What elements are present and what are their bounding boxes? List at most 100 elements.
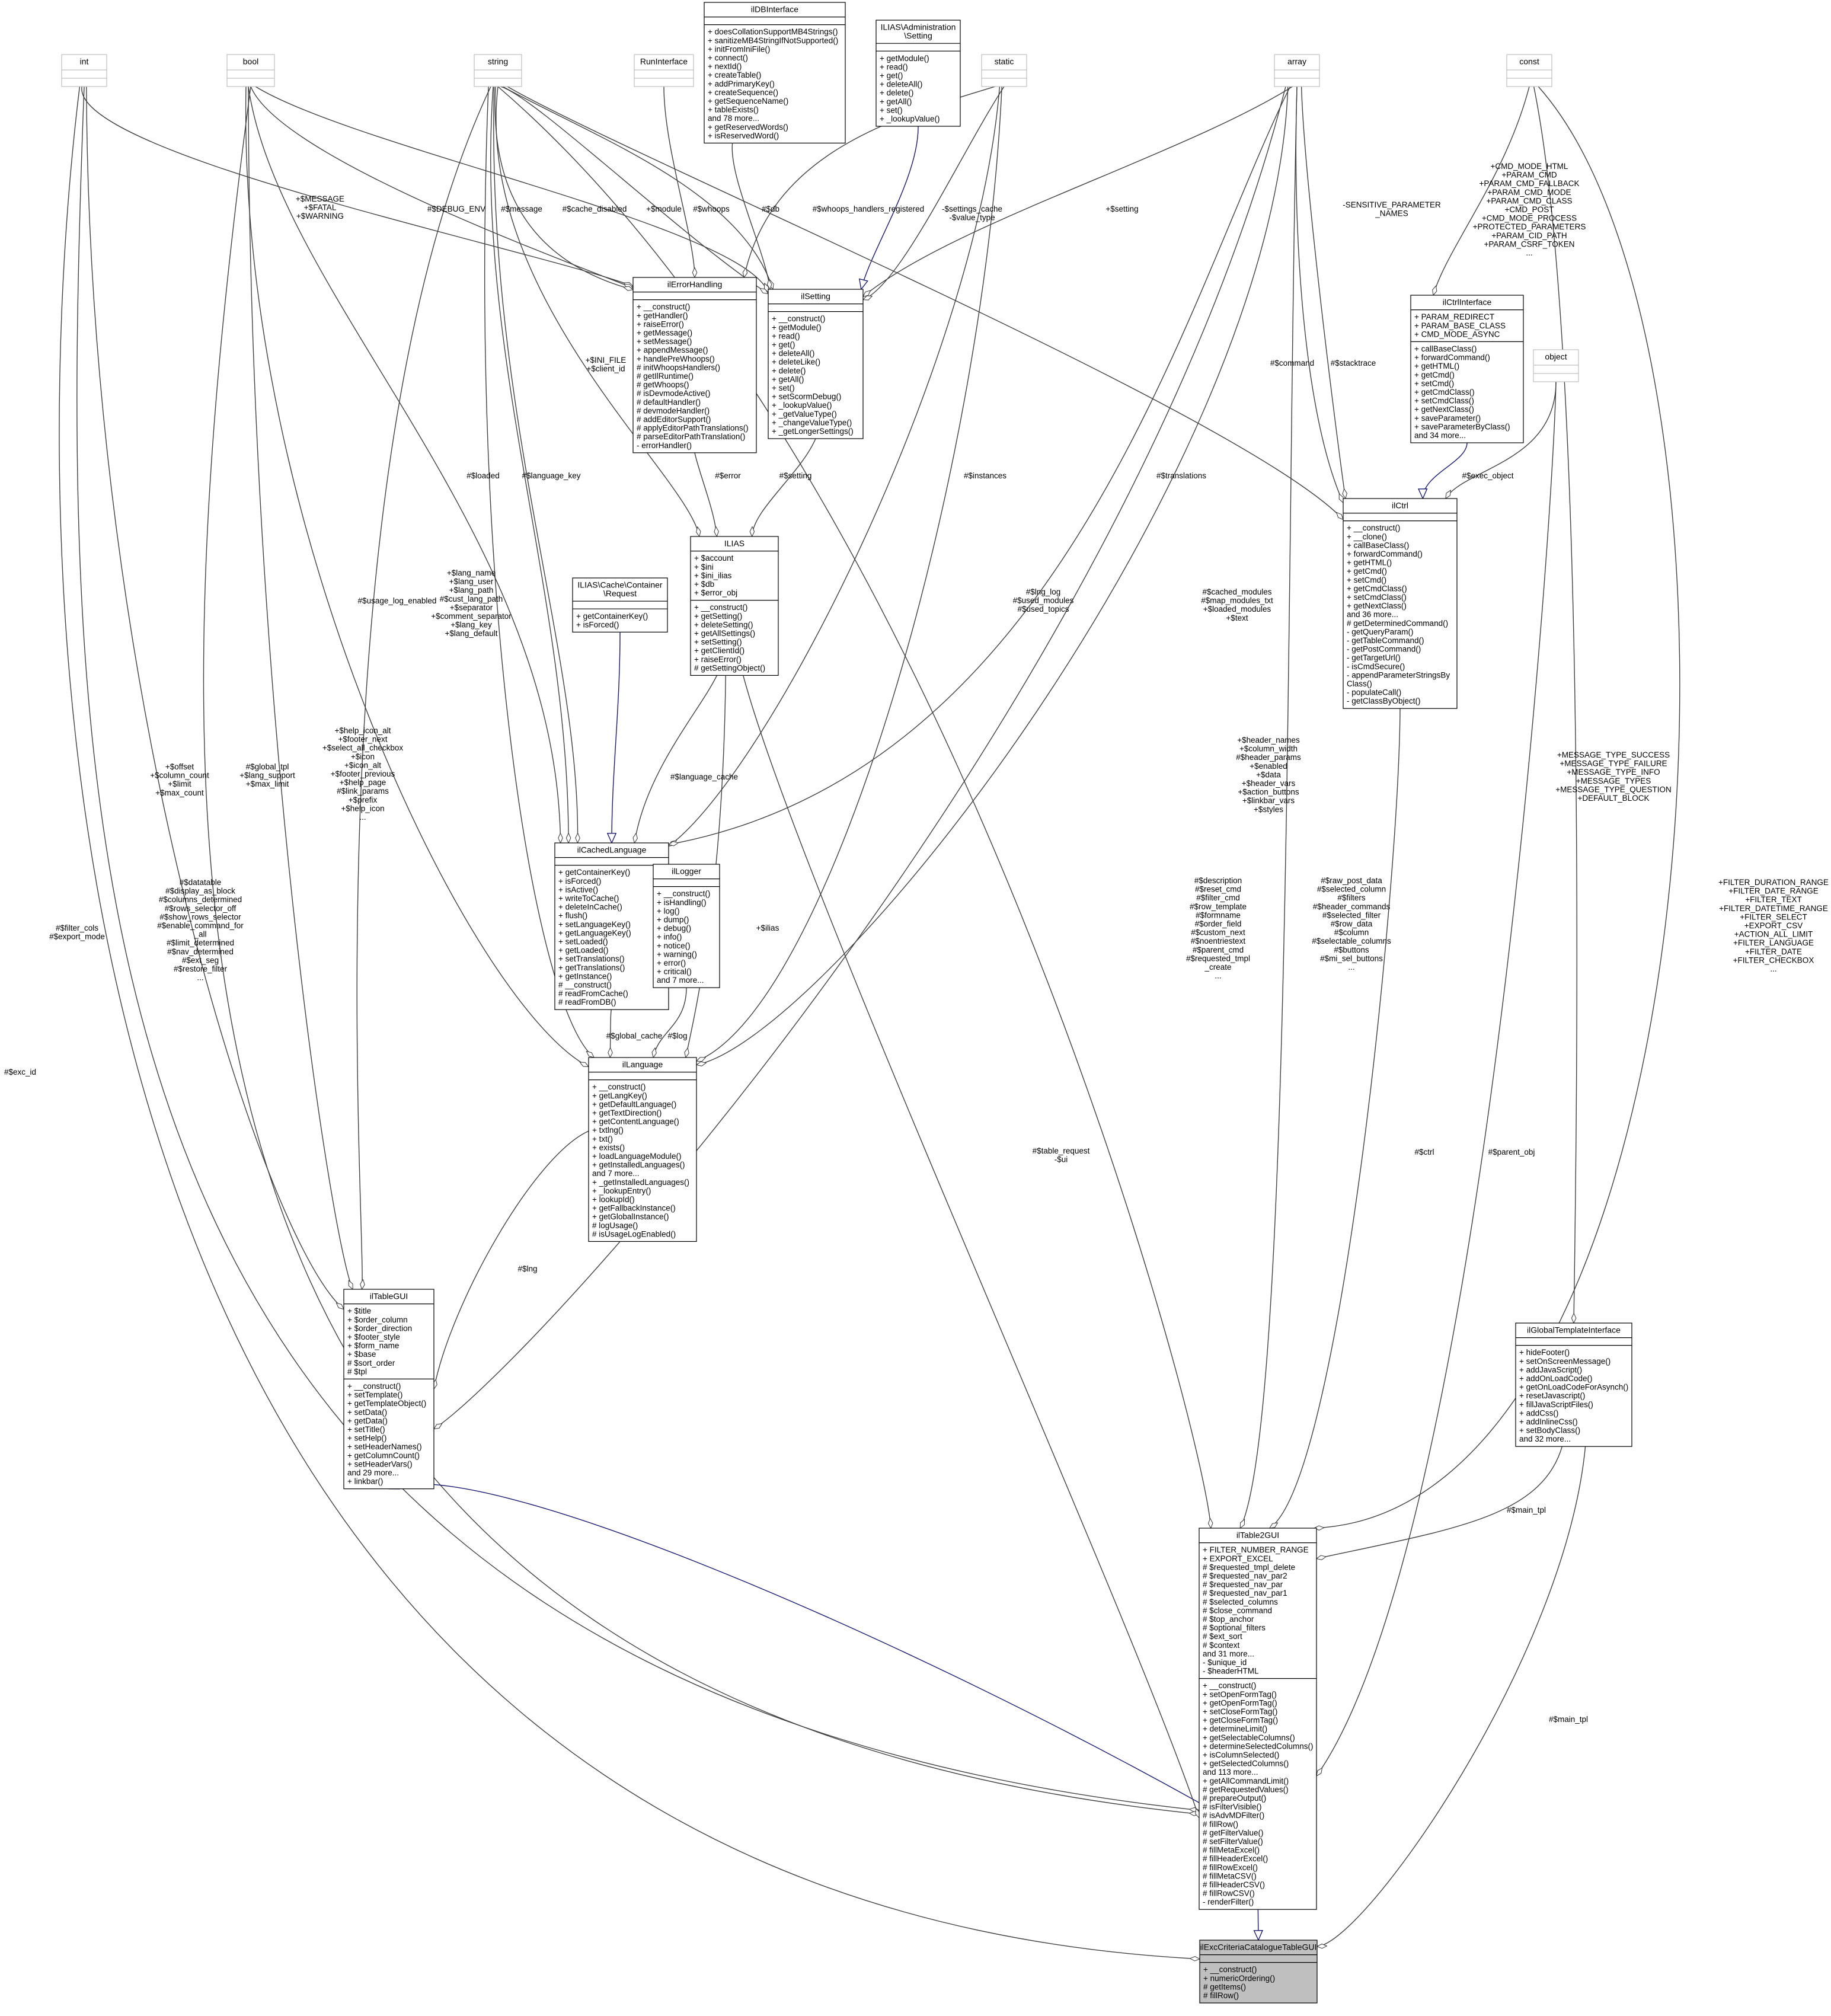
edge-label-line: #$parent_obj xyxy=(1488,1148,1535,1156)
edge-label-line: +FILTER_SELECT xyxy=(1740,912,1807,921)
class-operation: # getSettingObject() xyxy=(694,663,765,672)
class-operation: + set() xyxy=(772,384,795,392)
class-attribute: # $top_anchor xyxy=(1203,1615,1254,1624)
class-operation: + __construct() xyxy=(592,1082,646,1091)
class-attribute: + $order_direction xyxy=(347,1324,412,1333)
class-operation: + delete() xyxy=(772,366,806,375)
edge-label-line: #$stacktrace xyxy=(1331,359,1376,368)
edge-label-line: +PARAM_CMD_MODE xyxy=(1487,188,1571,197)
edge-label-line: +$help_icon xyxy=(341,804,384,813)
class-box xyxy=(1410,295,1524,443)
edge-label-command: #$command xyxy=(1270,359,1314,368)
class-operation: # fillHeaderCSV() xyxy=(1203,1880,1265,1889)
class-operation: + addJavaScript() xyxy=(1519,1365,1582,1374)
class-operation: + saveParameter() xyxy=(1414,414,1481,423)
class-title: ILIAS xyxy=(724,539,744,548)
class-operation: + getAllCommandLimit() xyxy=(1203,1777,1289,1785)
class-operation: + isHandling() xyxy=(657,898,707,907)
class-operation: + setOnScreenMessage() xyxy=(1519,1357,1610,1366)
class-operation: + txtlng() xyxy=(592,1126,624,1135)
class-title: ILIAS\Administration xyxy=(881,23,956,32)
edge-label-line: #$nav_determined xyxy=(167,947,234,956)
class-operation: + setCmd() xyxy=(1414,379,1454,388)
class-operation: + numericOrdering() xyxy=(1203,1974,1275,1983)
edge-label-msg-type: +MESSAGE_TYPE_SUCCESS+MESSAGE_TYPE_FAILU… xyxy=(1555,750,1671,803)
class-operation: - getQueryParam() xyxy=(1347,627,1414,636)
class-operation: # prepareOutput() xyxy=(1203,1794,1266,1803)
class-attribute: + $ini_ilias xyxy=(694,571,732,580)
edge-label-line: #$reset_cmd xyxy=(1195,885,1241,894)
edge-label-line: +$prefix xyxy=(349,795,378,804)
class-operation: # fillRowCSV() xyxy=(1203,1889,1255,1898)
class-title: const xyxy=(1519,57,1539,66)
class-array: array xyxy=(1274,54,1320,87)
class-operation: and 34 more... xyxy=(1414,431,1466,440)
edge-label-lng: #$lng xyxy=(517,1264,537,1273)
class-operation: + notice() xyxy=(657,941,691,950)
class-title: ilCtrlInterface xyxy=(1443,298,1492,307)
class-operation: + isForced() xyxy=(558,877,601,886)
class-attribute: + $footer_style xyxy=(347,1333,400,1341)
class-operation: + getLoaded() xyxy=(558,946,608,955)
e-array-table2 xyxy=(1239,86,1298,1528)
edge-label-line: #$parent_cmd xyxy=(1193,945,1244,954)
class-operation: + fillJavaScriptFiles() xyxy=(1519,1400,1593,1409)
class-operation: - renderFilter() xyxy=(1203,1897,1254,1906)
class-operation: + setLoaded() xyxy=(558,937,608,946)
edge-label-cached-modules: #$cached_modules#$map_modules_txt+$loade… xyxy=(1201,587,1273,622)
class-box xyxy=(474,54,522,87)
edge-label-line: +PARAM_CMD xyxy=(1501,171,1557,180)
class-operation: - getPostCommand() xyxy=(1347,645,1421,654)
e-string-ilias xyxy=(496,86,699,536)
class-box xyxy=(981,54,1027,87)
edge-label-line: +PARAM_CID_PATH xyxy=(1491,231,1567,240)
class-operation: + forwardCommand() xyxy=(1414,353,1490,362)
edge-label-line: +FILTER_TEXT xyxy=(1745,895,1801,904)
class-attribute: + EXPORT_EXCEL xyxy=(1203,1554,1273,1563)
edge-label-line: +$separator xyxy=(450,603,493,612)
edge-label-line: #$description xyxy=(1194,876,1242,885)
e-string-setting-cache xyxy=(500,86,768,294)
e-static-language xyxy=(696,86,1002,1061)
class-title: ILIAS\Cache\Container xyxy=(577,580,663,590)
class-operation: + _getInstalledLanguages() xyxy=(592,1178,689,1187)
class-operation: + addPrimaryKey() xyxy=(708,79,775,88)
class-operation: - getTargetUrl() xyxy=(1347,653,1401,662)
e-tablegui-table2 xyxy=(389,1484,1200,1803)
e-globaltpl-excid xyxy=(1317,1446,1586,1946)
class-box xyxy=(632,277,757,453)
edge-label-line: +$max_limit xyxy=(246,779,289,788)
class-title: RunInterface xyxy=(640,57,688,66)
edge-label-line: +$INI_FILE xyxy=(586,356,627,365)
e-bool-cachedlang xyxy=(248,86,561,843)
e-object-table2 xyxy=(1316,381,1557,1776)
class-operation: + getAllSettings() xyxy=(694,629,755,638)
class-title: ilTable2GUI xyxy=(1236,1531,1279,1540)
edge-label-module: +$module xyxy=(646,205,682,213)
edge-label-line: +CMD_POST xyxy=(1505,205,1554,214)
edge-label-line: +CMD_MODE_HTML xyxy=(1491,162,1568,171)
class-operation: + setScormDebug() xyxy=(772,392,841,401)
edge-label-line: #$lng xyxy=(517,1264,537,1273)
class-attribute: + $title xyxy=(347,1306,371,1315)
class-operation: + isForced() xyxy=(576,620,619,629)
class-operation: + getTextDirection() xyxy=(592,1108,662,1117)
edge-label-line: +$action_buttons xyxy=(1238,788,1299,797)
edge-label-line: +PARAM_CMD_CLASS xyxy=(1487,196,1573,205)
class-operation: + get() xyxy=(772,340,795,349)
edge-label-line: #$loaded xyxy=(466,471,500,480)
edge-label-line: +DEFAULT_BLOCK xyxy=(1578,794,1650,803)
class-operation: + writeToCache() xyxy=(558,894,619,903)
edge-label-line: +$data xyxy=(1256,770,1281,779)
class-operation: + getDefaultLanguage() xyxy=(592,1100,676,1108)
class-title: ilTableGUI xyxy=(370,1292,408,1301)
class-operation: - isCmdSecure() xyxy=(1347,662,1405,671)
edge-label-line: +MESSAGE_TYPE_INFO xyxy=(1567,768,1660,777)
e-static-setting xyxy=(863,86,1005,300)
e-static-cachedlang xyxy=(669,86,1001,846)
class-operation: + addCss() xyxy=(1519,1408,1558,1417)
class-global-template: ilGlobalTemplateInterface+ hideFooter()+… xyxy=(1515,1322,1632,1447)
class-const: const xyxy=(1506,54,1552,87)
edge-label-line: +$ilias xyxy=(756,924,779,932)
class-operation: + getLangKey() xyxy=(592,1091,647,1100)
